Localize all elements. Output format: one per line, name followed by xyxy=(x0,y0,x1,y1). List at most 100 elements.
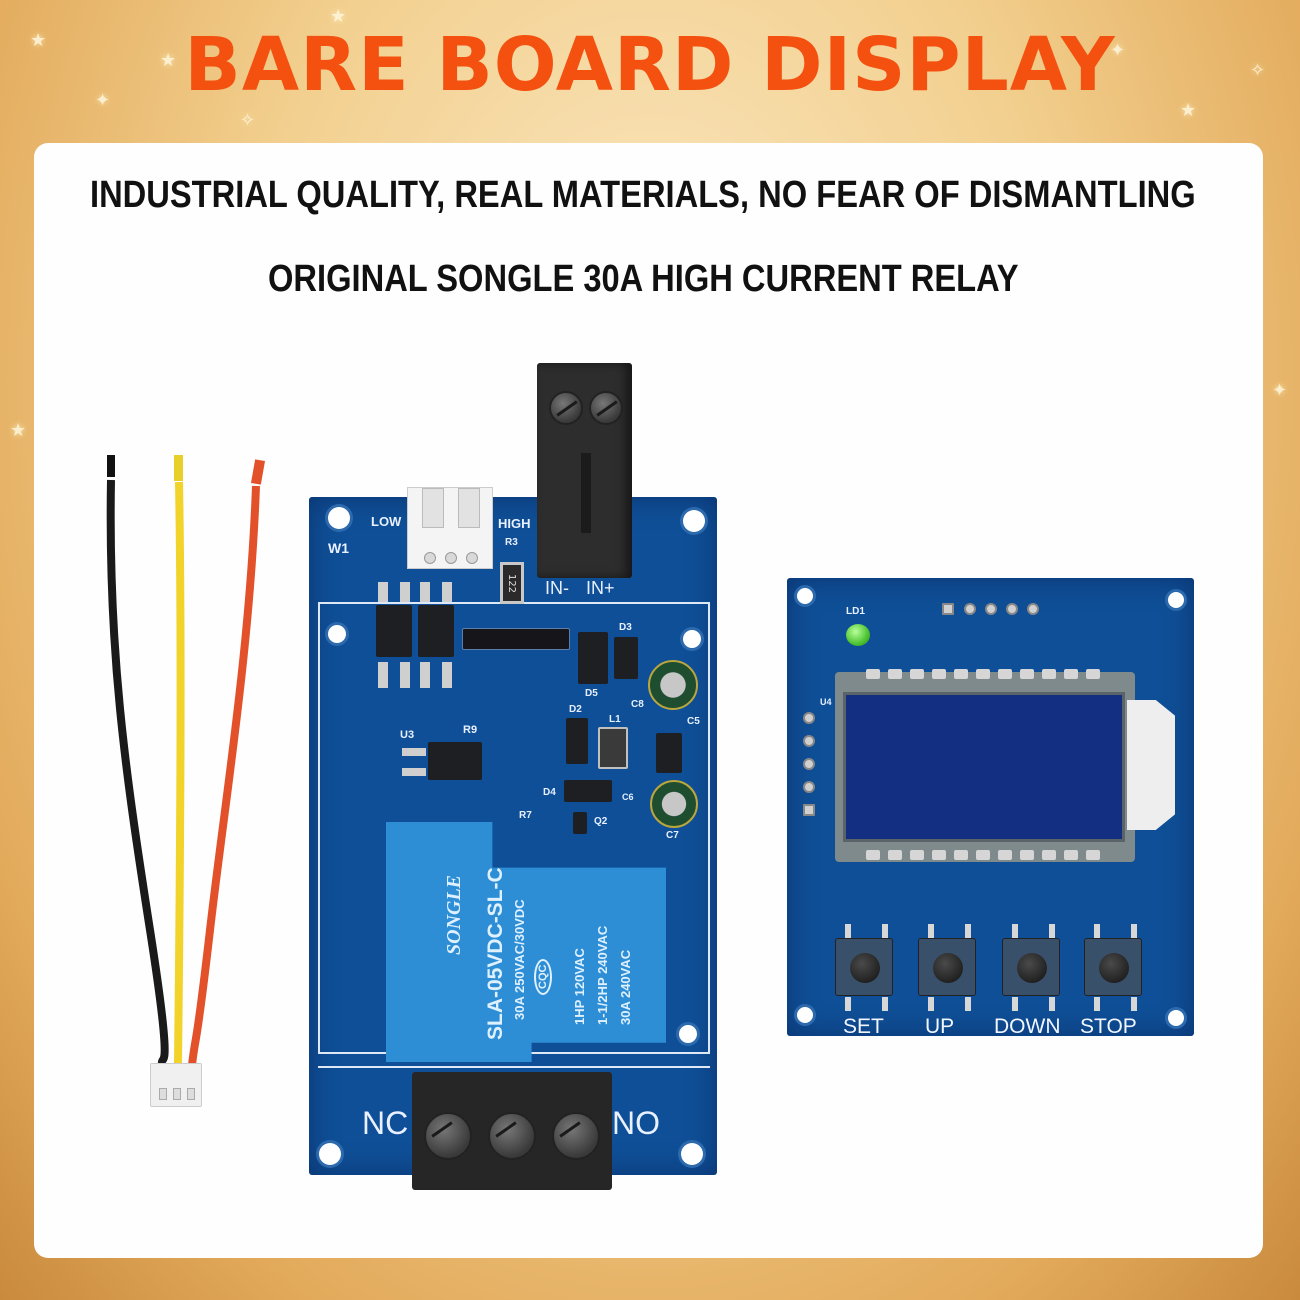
sparkle-icon: ★ xyxy=(10,420,27,441)
silk-r3: R3 xyxy=(505,537,518,548)
relay-cert-mark: CQC xyxy=(534,958,552,995)
header-pin xyxy=(1027,603,1039,615)
jst-socket-low-high[interactable] xyxy=(407,487,493,569)
mounting-hole xyxy=(797,1007,813,1023)
up-button-label: UP xyxy=(925,1015,955,1038)
relay-rating-dc: 30A 250VAC/30VDC xyxy=(512,899,527,1020)
stop-button[interactable] xyxy=(1084,938,1142,996)
sparkle-icon: ✦ xyxy=(1110,40,1126,61)
diode-d2 xyxy=(566,718,588,764)
silk-no: NO xyxy=(612,1105,660,1141)
silk-ld1: LD1 xyxy=(846,606,865,617)
wire-harness xyxy=(106,455,266,1066)
pin-header-socket xyxy=(462,628,570,650)
sparkle-icon: ✦ xyxy=(95,90,111,111)
relay-brand: SONGLE xyxy=(443,874,465,955)
silk-divider xyxy=(318,1066,710,1068)
down-button[interactable] xyxy=(1002,938,1060,996)
header-pin xyxy=(942,603,954,615)
silk-r7: R7 xyxy=(519,810,532,821)
silk-high: HIGH xyxy=(498,516,531,531)
screw-icon[interactable] xyxy=(488,1112,536,1160)
silk-u3: U3 xyxy=(400,729,415,741)
silk-c5: C5 xyxy=(687,716,700,727)
jst-connector-plug xyxy=(150,1063,202,1107)
up-button[interactable] xyxy=(918,938,976,996)
header-pin xyxy=(985,603,997,615)
screw-icon[interactable] xyxy=(424,1112,472,1160)
silk-l1: L1 xyxy=(609,714,621,725)
headline-songle-relay: ORIGINAL SONGLE 30A HIGH CURRENT RELAY xyxy=(268,258,1019,300)
sparkle-icon: ★ xyxy=(160,50,177,71)
relay-rating-1-5hp: 1-1/2HP 240VAC xyxy=(595,925,610,1025)
silk-c8: C8 xyxy=(631,699,644,710)
mounting-hole xyxy=(1168,592,1184,608)
relay-rating-ac: 30A 240VAC xyxy=(618,949,633,1025)
silk-q2: Q2 xyxy=(594,816,608,827)
silk-d2: D2 xyxy=(569,704,582,715)
optocoupler-chip xyxy=(418,605,454,657)
silk-r9: R9 xyxy=(463,724,478,736)
stop-button-label: STOP xyxy=(1080,1015,1137,1038)
capacitor-c8 xyxy=(648,660,698,710)
sparkle-icon: ★ xyxy=(30,30,47,51)
screw-icon[interactable] xyxy=(589,391,623,425)
mounting-hole xyxy=(679,1025,697,1043)
mounting-hole xyxy=(328,625,346,643)
header-pin xyxy=(803,735,815,747)
screw-icon[interactable] xyxy=(549,391,583,425)
silk-nc: NC xyxy=(362,1105,409,1141)
resistor-r3: 122 xyxy=(500,562,524,604)
header-pin xyxy=(964,603,976,615)
diode-d5 xyxy=(578,632,608,684)
header-pin xyxy=(803,781,815,793)
silk-u4: U4 xyxy=(820,697,832,707)
silk-d3: D3 xyxy=(619,622,632,633)
silk-in-plus: IN+ xyxy=(586,578,615,598)
relay-model: SLA-05VDC-SL-C xyxy=(484,867,507,1040)
transistor-q2 xyxy=(573,812,587,834)
header-pin xyxy=(803,758,815,770)
header-pin xyxy=(803,712,815,724)
diode-d3 xyxy=(614,637,638,679)
silk-d4: D4 xyxy=(543,787,556,798)
mounting-hole xyxy=(328,507,350,529)
header-pin xyxy=(803,804,815,816)
optocoupler-chip xyxy=(376,605,412,657)
silk-c7: C7 xyxy=(666,830,679,841)
sparkle-icon: ★ xyxy=(1180,100,1197,121)
silk-d5: D5 xyxy=(585,688,598,699)
diode-d4 xyxy=(564,780,612,802)
sparkle-icon: ✧ xyxy=(240,110,256,131)
set-button-label: SET xyxy=(843,1015,884,1038)
relay-rating-1hp: 1HP 120VAC xyxy=(572,948,587,1025)
lcd-flex-tab xyxy=(1127,700,1175,830)
status-led-green xyxy=(846,624,870,646)
mounting-hole xyxy=(683,630,701,648)
sparkle-icon: ★ xyxy=(330,6,347,27)
output-terminal-block[interactable] xyxy=(412,1072,612,1190)
sparkle-icon: ✦ xyxy=(1272,380,1288,401)
silk-low: LOW xyxy=(371,514,402,529)
mounting-hole xyxy=(683,510,705,532)
screw-icon[interactable] xyxy=(552,1112,600,1160)
headline-industrial-quality: INDUSTRIAL QUALITY, REAL MATERIALS, NO F… xyxy=(90,174,1196,216)
silk-w1: W1 xyxy=(328,540,349,556)
lcd-screen xyxy=(843,692,1125,842)
mounting-hole xyxy=(681,1143,703,1165)
optocoupler-u3 xyxy=(428,742,482,780)
down-button-label: DOWN xyxy=(994,1015,1061,1038)
sparkle-icon: ✧ xyxy=(1250,60,1266,81)
mounting-hole xyxy=(797,588,813,604)
set-button[interactable] xyxy=(835,938,893,996)
input-terminal-block[interactable] xyxy=(537,363,632,578)
header-pin xyxy=(1006,603,1018,615)
regulator-ic xyxy=(656,733,682,773)
silk-c6: C6 xyxy=(622,792,634,802)
inductor-l1 xyxy=(598,727,628,769)
silk-in-minus: IN- xyxy=(545,578,569,598)
banner-title: BARE BOARD DISPLAY xyxy=(184,22,1116,108)
mounting-hole xyxy=(319,1143,341,1165)
mounting-hole xyxy=(1168,1010,1184,1026)
capacitor-c7 xyxy=(650,780,698,828)
